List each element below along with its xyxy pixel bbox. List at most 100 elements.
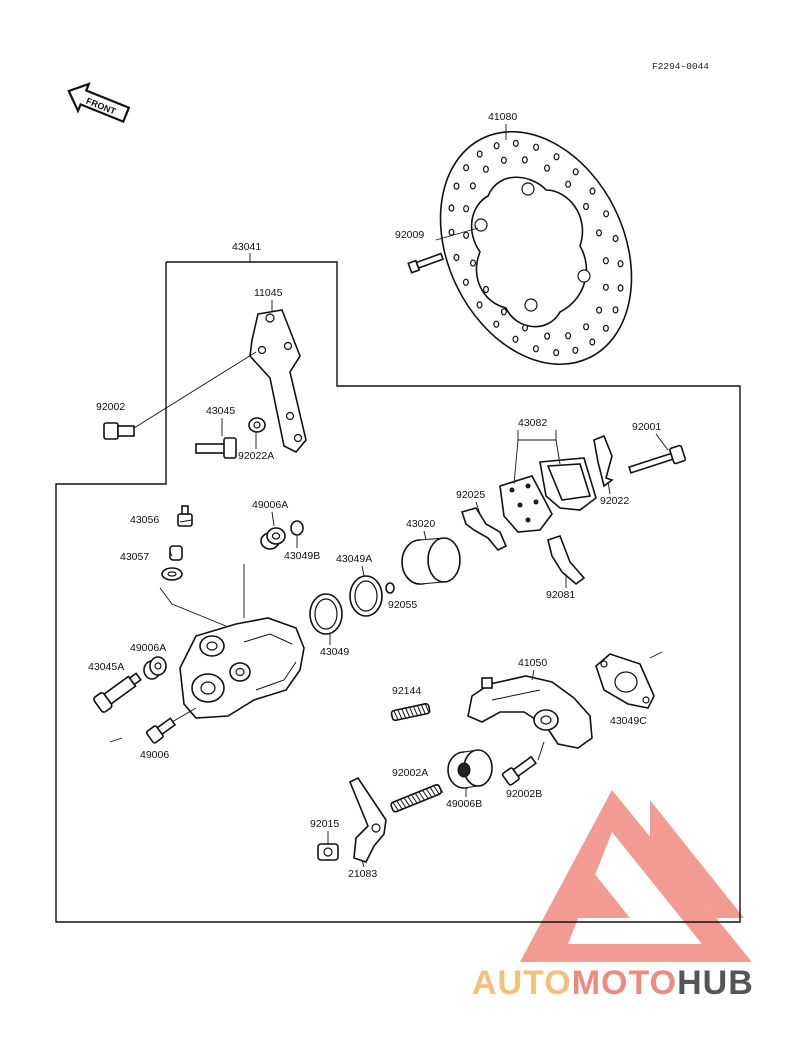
disc-hole [602, 324, 609, 332]
part-label-43045: 43045 [206, 405, 235, 417]
disc-hole [602, 257, 609, 265]
spring-coil [396, 800, 403, 810]
bolt-92002 [103, 422, 135, 440]
disc-hole [512, 139, 519, 147]
spring-coil [405, 707, 411, 718]
disc-hole [470, 259, 477, 267]
spring-92002A [390, 783, 444, 813]
spring-coil [412, 706, 418, 716]
bleeder-cap-43057 [161, 545, 183, 581]
disc-hole [553, 349, 560, 357]
svg-text:AUTOMOTOHUB: AUTOMOTOHUB [472, 964, 754, 1002]
spring-plate-92022 [593, 434, 614, 488]
seal-43049B [290, 520, 304, 536]
bolt-92009 [407, 252, 445, 274]
front-arrow: FRONT [67, 82, 131, 124]
bushing-49006A-left [143, 656, 167, 680]
part-label-43056: 43056 [130, 514, 159, 526]
disc-hole [521, 324, 528, 332]
disc-hole [589, 338, 596, 346]
spring-coil [433, 785, 440, 795]
part-label-43049C: 43049C [610, 715, 647, 727]
part-label-43057: 43057 [120, 551, 149, 563]
disc-hole [617, 260, 624, 268]
spring-coil [401, 708, 407, 719]
assembly-frame [55, 261, 741, 923]
spring-coil [436, 783, 444, 794]
part-label-92022A: 92022A [238, 450, 274, 462]
disc-hole [617, 284, 624, 292]
brake-pad-set-43082 [499, 457, 597, 533]
spring-coil [424, 703, 430, 714]
disc-hole [469, 182, 476, 190]
disc-hole [533, 143, 540, 151]
part-label-92009: 92009 [395, 229, 424, 241]
spring-coil [418, 791, 425, 801]
bolt-49006 [145, 717, 177, 744]
disc-hole [453, 253, 460, 262]
spring-coil [420, 704, 426, 715]
spring-coil [422, 789, 429, 800]
disc-hole [476, 301, 483, 309]
disc-hole [476, 150, 483, 158]
spring-92144 [390, 702, 431, 722]
piston-43020 [401, 537, 461, 585]
spring-coil [399, 798, 407, 809]
part-label-92055: 92055 [388, 599, 417, 611]
disc-hole [582, 202, 589, 211]
spring-coil [397, 709, 403, 720]
disc-hole [463, 164, 470, 172]
part-label-92001: 92001 [632, 421, 661, 433]
bearing-49006B [447, 749, 493, 789]
disc-hole [493, 142, 500, 150]
part-label-41080: 41080 [488, 111, 517, 123]
bushing-49006A-top [260, 527, 286, 550]
disc-hole [448, 204, 455, 212]
part-label-43049A: 43049A [336, 553, 372, 565]
disc-hole [589, 187, 596, 195]
part-label-11045: 11045 [254, 287, 283, 299]
spring-coil [425, 788, 433, 798]
brake-disc [439, 130, 633, 366]
lever-housing-41050 [467, 675, 593, 749]
pad-spring-92025 [460, 507, 508, 551]
watermark-auto: AUTO [472, 964, 572, 1002]
part-label-92015: 92015 [310, 818, 339, 830]
part-label-92025: 92025 [456, 489, 485, 501]
pin-43045A [93, 672, 142, 713]
pin-43045 [195, 437, 237, 459]
disc-hole [462, 278, 469, 286]
disc-hole [544, 332, 551, 340]
nut-92015 [317, 843, 339, 861]
part-label-92081: 92081 [546, 589, 575, 601]
part-label-92022: 92022 [600, 495, 629, 507]
disc-hole [612, 306, 619, 314]
spring-coil [411, 794, 418, 804]
bleeder-valve-43056 [177, 505, 193, 527]
spring-coil [407, 795, 414, 806]
disc-hole [521, 156, 528, 164]
disc-hole [453, 182, 460, 190]
part-label-49006: 49006 [140, 749, 169, 761]
spring-coil [429, 786, 437, 797]
part-label-49006A-top: 49006A [252, 499, 288, 511]
disc-hole [532, 345, 539, 353]
figure-code: F2294-0044 [652, 61, 709, 72]
disc-hole [463, 205, 470, 213]
disc-hole [553, 153, 560, 161]
disc-hole [500, 156, 507, 164]
part-label-92002: 92002 [96, 401, 125, 413]
watermark-logo-icon [520, 790, 752, 962]
part-label-49006B: 49006B [446, 798, 482, 810]
disc-hole [565, 332, 572, 340]
disc-hole [463, 231, 470, 239]
disc-hole [512, 335, 519, 343]
disc-hole [543, 164, 550, 172]
disc-hole [500, 308, 507, 316]
part-label-49006A-left: 49006A [130, 642, 166, 654]
part-label-92002A: 92002A [392, 767, 428, 779]
disc-hole [572, 168, 579, 176]
part-label-43049B: 43049B [284, 550, 320, 562]
part-label-21083: 21083 [348, 868, 377, 880]
